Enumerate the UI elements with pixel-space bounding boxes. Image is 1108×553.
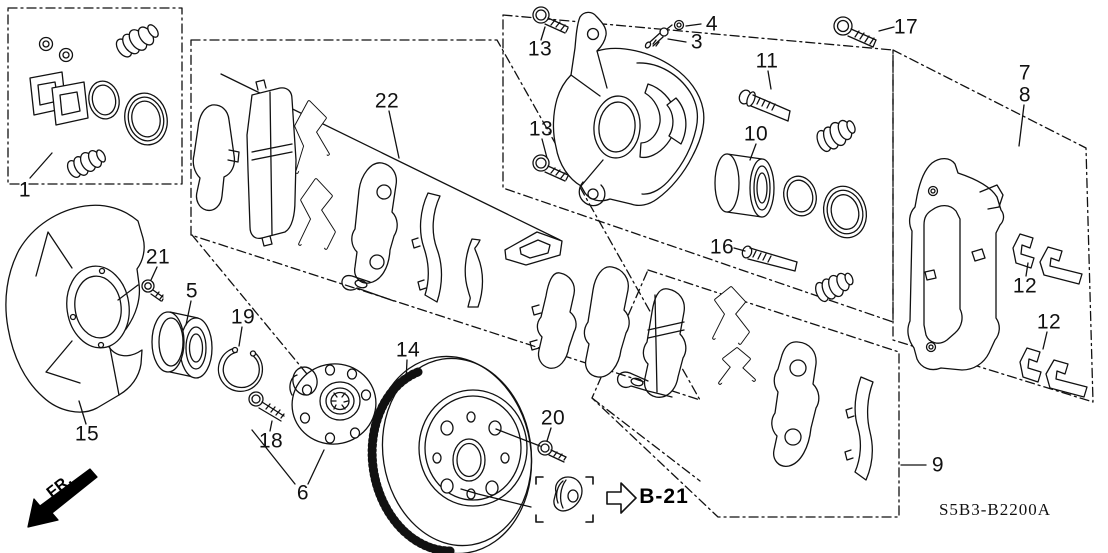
pin-11-drawing xyxy=(738,89,791,122)
bolt-17-drawing xyxy=(833,16,877,48)
bracket-drawing xyxy=(907,157,1005,371)
callout-part-7[interactable]: 7 xyxy=(1018,61,1032,85)
fr-arrow-icon xyxy=(27,468,98,528)
lug-nut-drawing xyxy=(535,476,594,523)
callout-part-20[interactable]: 20 xyxy=(540,406,566,430)
callout-part-6[interactable]: 6 xyxy=(296,481,310,505)
hub-drawing xyxy=(289,363,377,445)
reference-b21[interactable]: B-21 xyxy=(639,485,689,508)
callout-part-19[interactable]: 19 xyxy=(230,305,256,329)
callout-part-4[interactable]: 4 xyxy=(705,12,719,36)
bearing-drawing xyxy=(151,311,213,379)
bleeder-screw-drawing xyxy=(644,24,673,49)
callout-part-5[interactable]: 5 xyxy=(185,279,199,303)
callout-part-16[interactable]: 16 xyxy=(709,235,735,259)
callout-part-14[interactable]: 14 xyxy=(395,338,421,362)
screw-21-drawing xyxy=(141,279,164,302)
caliper-box xyxy=(502,14,894,323)
bolt-13-lower-drawing xyxy=(532,154,569,182)
screw-20-drawing xyxy=(537,440,567,463)
pad-kit-contents-drawing xyxy=(192,79,687,398)
bolt-18-drawing xyxy=(248,391,285,422)
pad-retainer-clips-drawing xyxy=(1012,233,1088,398)
bleeder-cap-drawing xyxy=(673,19,685,31)
callout-part-22[interactable]: 22 xyxy=(374,89,400,113)
pad-set-9-box xyxy=(591,269,900,518)
pin-16-drawing xyxy=(741,245,798,272)
drawing-code: S5B3-B2200A xyxy=(938,500,1052,519)
callout-part-10[interactable]: 10 xyxy=(743,122,769,146)
seal-kit-box xyxy=(7,7,183,185)
pad-set-9-drawing xyxy=(712,286,874,481)
callout-part-12[interactable]: 12 xyxy=(1036,310,1062,334)
b21-arrow-icon xyxy=(606,482,637,514)
leader-lines xyxy=(29,23,1048,508)
callout-part-21[interactable]: 21 xyxy=(145,245,171,269)
seal-kit-drawing xyxy=(29,24,168,179)
callout-part-8[interactable]: 8 xyxy=(1018,83,1032,107)
callout-part-17[interactable]: 17 xyxy=(893,15,919,39)
callout-part-15[interactable]: 15 xyxy=(74,422,100,446)
callout-part-13[interactable]: 13 xyxy=(528,117,554,141)
splash-guard-drawing xyxy=(5,204,145,413)
pad-kit-box xyxy=(190,39,701,401)
piston-seal-rings-drawing xyxy=(783,175,868,239)
bracket-box xyxy=(892,49,1094,403)
snap-ring-drawing xyxy=(217,346,264,392)
pin-boot-lower-drawing xyxy=(815,272,854,303)
callout-part-12[interactable]: 12 xyxy=(1012,274,1038,298)
bolt-13-upper-drawing xyxy=(532,6,569,34)
callout-part-13[interactable]: 13 xyxy=(527,37,553,61)
callout-part-1[interactable]: 1 xyxy=(18,178,32,202)
pin-boot-upper-drawing xyxy=(816,119,856,153)
callout-part-9[interactable]: 9 xyxy=(931,453,945,477)
callout-part-18[interactable]: 18 xyxy=(258,429,284,453)
caliper-drawing xyxy=(552,11,705,207)
rotor-drawing xyxy=(367,355,533,553)
piston-drawing xyxy=(714,153,775,218)
callout-part-3[interactable]: 3 xyxy=(690,30,704,54)
callout-part-11[interactable]: 11 xyxy=(755,49,779,73)
